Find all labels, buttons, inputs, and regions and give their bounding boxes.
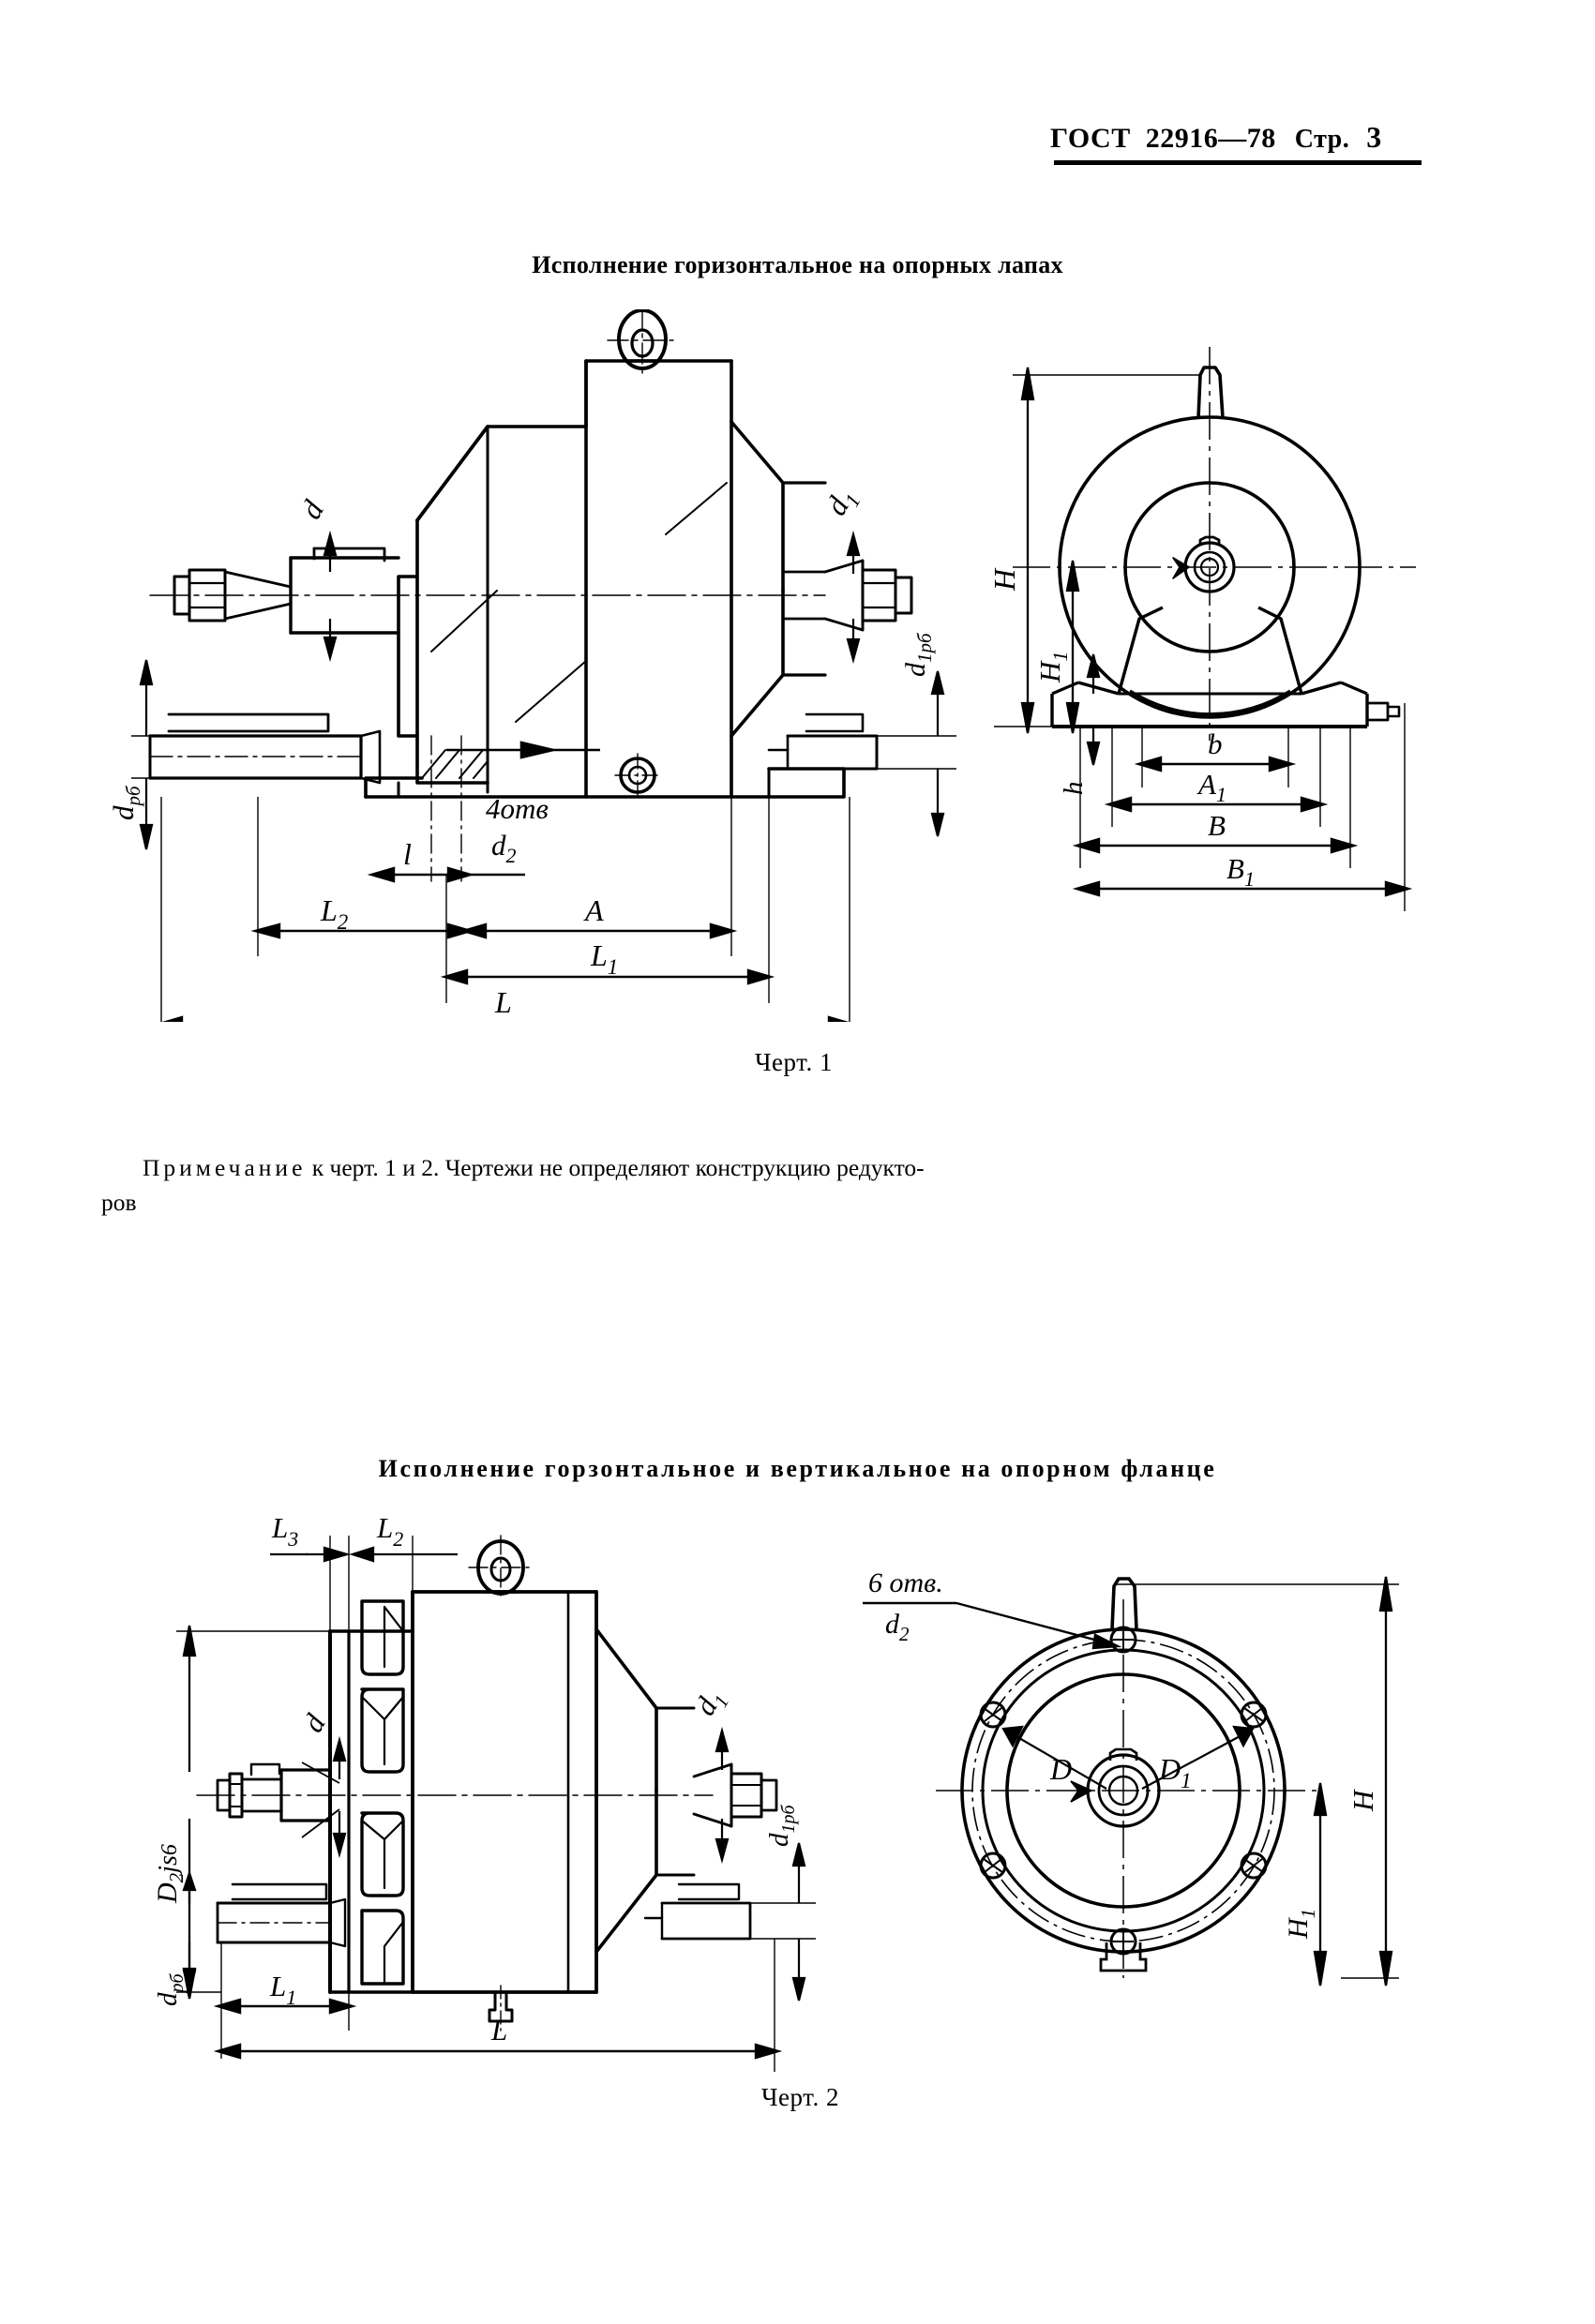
figure-2-drawing: d d1 d1рб — [131, 1509, 1463, 2091]
fig2-dim-L: L — [490, 2014, 507, 2047]
fig2-label-D: D — [1049, 1752, 1072, 1786]
fig1-dim-H1: H1 — [1033, 652, 1072, 683]
header-rule — [1054, 160, 1422, 165]
fig1-label-d1: d1 — [819, 482, 865, 523]
figure-1-drawing: 4отв d2 d d1 — [113, 309, 1482, 1022]
fig1-dim-l: l — [403, 837, 412, 871]
fig2-dim-L3: L3 — [271, 1511, 298, 1551]
fig1-label-d1rb: d1рб — [900, 632, 936, 677]
fig1-dim-L: L — [494, 985, 512, 1019]
fig1-dim-B: B — [1208, 809, 1226, 842]
fig2-label-D2js6: D2js6 — [152, 1844, 188, 1904]
fig1-dim-A: A — [583, 893, 604, 927]
note-paragraph: Примечание к черт. 1 и 2. Чертежи не опр… — [143, 1151, 1459, 1185]
fig1-dim-h: h — [1059, 782, 1089, 796]
fig1-label-4otv: 4отв — [486, 792, 549, 825]
note-tail: ров — [101, 1189, 137, 1216]
header-line: ГОСТ 22916—78 Стр. 3 — [1050, 120, 1482, 155]
standard-label: ГОСТ — [1050, 123, 1131, 154]
fig2-label-6otv: 6 отв. — [868, 1567, 943, 1598]
fig1-dim-B1: B1 — [1226, 852, 1255, 891]
figure-2-caption: Черт. 2 — [761, 2083, 839, 2111]
fig2-dim-H: H — [1347, 1789, 1379, 1812]
page-header: ГОСТ 22916—78 Стр. 3 — [1050, 120, 1482, 165]
fig2-label-drb: dрб — [153, 1973, 188, 2007]
fig1-dim-L2: L2 — [320, 893, 348, 934]
note-body: к черт. 1 и 2. Чертежи не определяют кон… — [306, 1154, 925, 1181]
section-title-figure-2: Исполнение горзонтальное и вертикальное … — [378, 1455, 1217, 1482]
page-number: 3 — [1366, 120, 1382, 154]
fig2-label-d2: d2 — [885, 1609, 910, 1645]
page-label: Стр. — [1294, 125, 1350, 154]
fig1-dim-A1: A1 — [1196, 768, 1226, 806]
fig2-dim-H1: H1 — [1283, 1909, 1319, 1940]
section-title-figure-1: Исполнение горизонтальное на опорных лап… — [532, 251, 1063, 278]
fig1-label-d: d — [293, 494, 331, 525]
fig1-dim-b: b — [1208, 727, 1223, 760]
fig2-label-d: d — [296, 1708, 332, 1737]
standard-number: 22916—78 — [1145, 123, 1276, 154]
fig2-dim-L1: L1 — [269, 1970, 296, 2009]
fig1-label-d2: d2 — [491, 829, 517, 867]
fig2-label-d1: d1 — [688, 1683, 734, 1723]
fig2-label-D1: D1 — [1158, 1752, 1192, 1792]
fig1-label-drb: dрб — [113, 785, 144, 820]
note-lead: Примечание — [143, 1154, 307, 1181]
fig2-dim-L2: L2 — [376, 1511, 403, 1551]
fig1-dim-H: H — [987, 567, 1021, 592]
figure-1-caption: Черт. 1 — [755, 1048, 833, 1076]
fig1-dim-L1: L1 — [590, 938, 618, 979]
